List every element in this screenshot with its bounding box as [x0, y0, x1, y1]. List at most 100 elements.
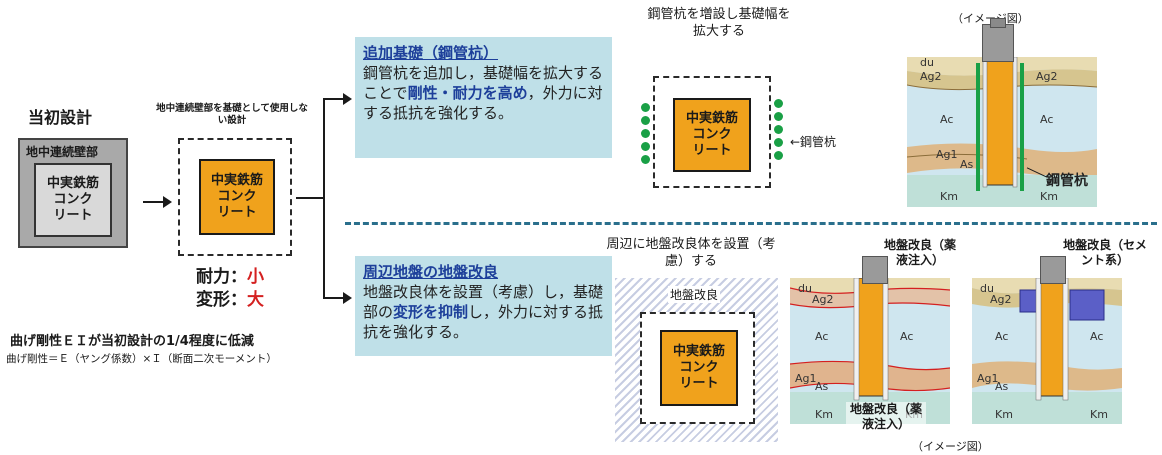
- deformation-label: 変形：: [196, 290, 247, 310]
- pile-dot: [774, 138, 783, 147]
- option2-cross-section-cement: [972, 278, 1122, 424]
- pier-icon: [1040, 256, 1066, 284]
- option1-body-highlight: 剛性・耐力を高め: [407, 84, 528, 102]
- pier-icon: [982, 24, 1014, 62]
- layer-as: As: [995, 380, 1009, 393]
- pile-dot: [774, 99, 783, 108]
- core-line-2: コンク: [217, 189, 257, 204]
- option1-cross-section: [907, 57, 1097, 207]
- layer-du: du: [798, 282, 812, 295]
- middle-note: 地中連続壁部を基礎として使用しない設計: [156, 103, 308, 126]
- pile-dot: [641, 116, 650, 125]
- layer-as: As: [815, 380, 829, 393]
- core-line-2: コンク: [692, 127, 732, 142]
- option1-box: 追加基礎（鋼管杭） 鋼管杭を追加し，基礎幅を拡大することで剛性・耐力を高め，外力…: [355, 37, 612, 158]
- option2-dashed-outline: [640, 312, 755, 424]
- layer-km: Km: [940, 190, 958, 203]
- layer-km: Km: [1090, 408, 1108, 421]
- original-core: 中実鉄筋 コンク リート: [34, 163, 112, 237]
- core-line-2: コンク: [53, 192, 93, 207]
- core-line-1: 中実鉄筋: [210, 173, 263, 188]
- option2-body-1: 地盤改良体を設置（考慮）し，基礎部の: [363, 283, 604, 321]
- layer-ag1: Ag1: [977, 372, 999, 385]
- pile-dot: [774, 151, 783, 160]
- arrow-head-icon: [343, 93, 352, 105]
- strength-value: 小: [247, 267, 264, 287]
- option2-image-caption: （イメージ図）: [912, 440, 989, 453]
- layer-du: du: [920, 56, 934, 69]
- pile-dot: [774, 112, 783, 121]
- branch-bottom: [323, 297, 345, 299]
- option2-box: 周辺地盤の地盤改良 地盤改良体を設置（考慮）し，基礎部の変形を抑制し，外力に対す…: [355, 256, 612, 356]
- layer-ag2: Ag2: [1036, 70, 1058, 83]
- layer-as: As: [960, 158, 974, 171]
- layer-ag2: Ag2: [990, 293, 1012, 306]
- option2-body: 地盤改良体を設置（考慮）し，基礎部の変形を抑制し，外力に対する抵抗を強化する。: [363, 282, 604, 342]
- core-line-2: コンク: [679, 360, 719, 375]
- option2-core: 中実鉄筋 コンク リート: [660, 330, 738, 406]
- option1-body: 鋼管杭を追加し，基礎幅を拡大することで剛性・耐力を高め，外力に対する抵抗を強化す…: [363, 63, 604, 123]
- stiffness-formula: 曲げ剛性＝Ｅ（ヤング係数）×Ｉ（断面二次モーメント）: [6, 353, 277, 365]
- branch-vertical: [323, 98, 325, 299]
- option1-image-pile-label: 鋼管杭: [1046, 173, 1088, 189]
- label-chemical-top: 地盤改良（薬液注入）: [883, 238, 956, 267]
- branch-top: [323, 98, 345, 100]
- pile-dot: [641, 103, 650, 112]
- option2-diagram-caption: 周辺に地盤改良体を設置（考慮）する: [606, 237, 776, 269]
- option2-cross-section-chemical: [790, 278, 950, 424]
- label-cement: 地盤改良（セメント系）: [1063, 238, 1147, 267]
- option1-diagram-caption: 鋼管杭を増設し基礎幅を拡大する: [647, 7, 791, 39]
- pile-dot: [641, 129, 650, 138]
- middle-dashed-outline: [178, 138, 292, 256]
- middle-core: 中実鉄筋 コンク リート: [199, 159, 275, 235]
- core-line-3: リート: [217, 205, 257, 220]
- core-line-3: リート: [679, 376, 719, 391]
- option1-section-svg: [907, 57, 1097, 207]
- strength-label: 耐力：: [196, 267, 247, 287]
- option1-body-1: 鋼管杭を追加し，基礎幅を拡大することで: [363, 64, 604, 102]
- original-design-title: 当初設計: [28, 108, 93, 127]
- option2-body-2: し，外力に対する抵抗を強化する。: [363, 303, 604, 341]
- deformation-value: 大: [247, 290, 264, 310]
- core-line-3: リート: [692, 143, 732, 158]
- branch-stem: [296, 197, 324, 199]
- layer-ac: Ac: [1040, 113, 1054, 126]
- pile-dot: [641, 142, 650, 151]
- core-line-1: 中実鉄筋: [672, 344, 725, 359]
- option2-section-a-svg: [790, 278, 950, 424]
- core-line-1: 中実鉄筋: [685, 111, 738, 126]
- arrow-to-middle: [143, 201, 165, 203]
- core-line-1: 中実鉄筋: [46, 176, 99, 191]
- option2-section-b-svg: [972, 278, 1122, 424]
- layer-ac: Ac: [940, 113, 954, 126]
- option1-core: 中実鉄筋 コンク リート: [673, 98, 751, 172]
- arrow-head-icon: [343, 292, 352, 304]
- option2-title: 周辺地盤の地盤改良: [363, 263, 499, 281]
- option1-dashed-outline: [653, 76, 771, 188]
- pile-dot: [774, 125, 783, 134]
- layer-ag1: Ag1: [936, 148, 958, 161]
- pier-cap-icon: [990, 18, 1006, 28]
- stiffness-caption: 曲げ剛性ＥＩが当初設計の1/4程度に低減: [10, 334, 254, 349]
- layer-km: Km: [815, 408, 833, 421]
- layer-ac: Ac: [995, 330, 1009, 343]
- layer-ac: Ac: [1090, 330, 1104, 343]
- layer-km: Km: [1040, 190, 1058, 203]
- layer-du: du: [980, 282, 994, 295]
- pile-dot: [641, 155, 650, 164]
- core-line-3: リート: [53, 208, 93, 223]
- pier-icon: [862, 256, 888, 284]
- layer-ag2: Ag2: [812, 293, 834, 306]
- strength-row: 耐力：小: [196, 262, 264, 287]
- layer-ag1: Ag1: [795, 372, 817, 385]
- layer-ag2: Ag2: [920, 70, 942, 83]
- arrow-head-icon: [163, 196, 172, 208]
- ground-improvement-label: 地盤改良: [668, 286, 721, 303]
- layer-ac: Ac: [900, 330, 914, 343]
- deformation-row: 変形：大: [196, 285, 264, 310]
- section-divider: [345, 222, 1157, 225]
- diaphragm-wall-label: 地中連続壁部: [26, 145, 99, 159]
- pile-label: ←鋼管杭: [790, 135, 837, 149]
- layer-ac: Ac: [815, 330, 829, 343]
- layer-km: Km: [995, 408, 1013, 421]
